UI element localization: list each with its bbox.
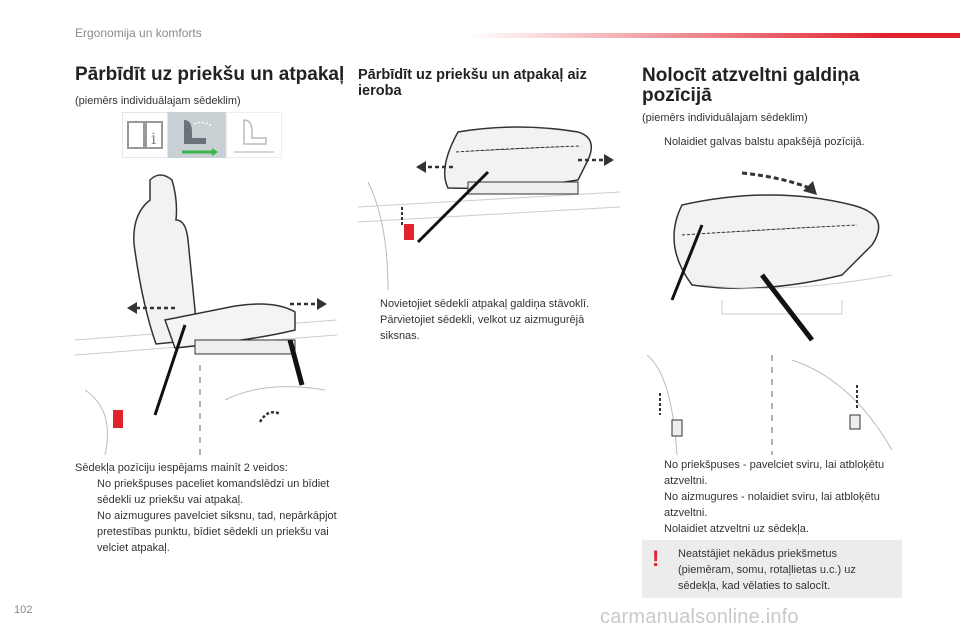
warning-text: Neatstājiet nekādus priekšmetus (piemēra…: [678, 548, 856, 592]
column3-bottom-bullets: No priekšpuses - pavelciet sviru, lai at…: [642, 457, 904, 537]
column3-title: Nolocīt atzveltni galdiņa pozīcijā: [642, 65, 860, 106]
column1-instructions: Sēdekļa pozīciju iespējams mainīt 2 veid…: [75, 460, 337, 556]
seat-table-slide-illustration: [358, 126, 620, 290]
column1-bullets: No priekšpuses paceliet komandslēdzi un …: [75, 476, 337, 556]
seat-outline-icon: [225, 111, 283, 159]
seat-adjust-icon: [168, 112, 226, 158]
list-item: Nolaidiet galvas balstu apakšējā pozīcij…: [664, 136, 865, 148]
watermark: carmanualsonline.info: [600, 606, 799, 628]
manual-book-icon: i: [121, 111, 169, 159]
seat-slide-illustration: [75, 174, 337, 455]
list-item: No aizmugures pavelciet siksnu, tad, nep…: [97, 510, 337, 554]
svg-text:i: i: [151, 129, 156, 148]
column3-subtitle: (piemērs individuālajam sēdeklim): [642, 112, 808, 124]
column1-intro: Sēdekļa pozīciju iespējams mainīt 2 veid…: [75, 462, 288, 474]
column1-title: Pārbīdīt uz priekšu un atpakaļ: [75, 64, 345, 85]
warning-box: ! Neatstājiet nekādus priekšmetus (piemē…: [642, 540, 902, 598]
list-item: No aizmugures - nolaidiet sviru, lai atb…: [664, 491, 880, 519]
list-item: No priekšpuses paceliet komandslēdzi un …: [97, 478, 330, 506]
header-accent-bar: [470, 33, 960, 38]
warning-icon: !: [652, 546, 660, 571]
list-item: Novietojiet sēdekli atpakaļ galdiņa stāv…: [380, 298, 590, 310]
list-item: No priekšpuses - pavelciet sviru, lai at…: [664, 459, 885, 487]
page-number: 102: [14, 604, 33, 616]
seat-fold-illustration: [646, 171, 893, 455]
list-item: Pārvietojiet sēdekli, velkot uz aizmugur…: [380, 314, 585, 342]
column2-bullets: Novietojiet sēdekli atpakaļ galdiņa stāv…: [358, 296, 620, 344]
column1-subtitle: (piemērs individuālajam sēdeklim): [75, 95, 241, 107]
list-item: Nolaidiet atzveltni uz sēdekļa.: [664, 523, 809, 535]
icon-strip: i: [121, 111, 283, 159]
column3-top-bullets: Nolaidiet galvas balstu apakšējā pozīcij…: [642, 134, 904, 150]
column2-title: Pārbīdīt uz priekšu un atpakaļ aiz ierob…: [358, 67, 587, 99]
section-title: Ergonomija un komforts: [75, 26, 202, 40]
